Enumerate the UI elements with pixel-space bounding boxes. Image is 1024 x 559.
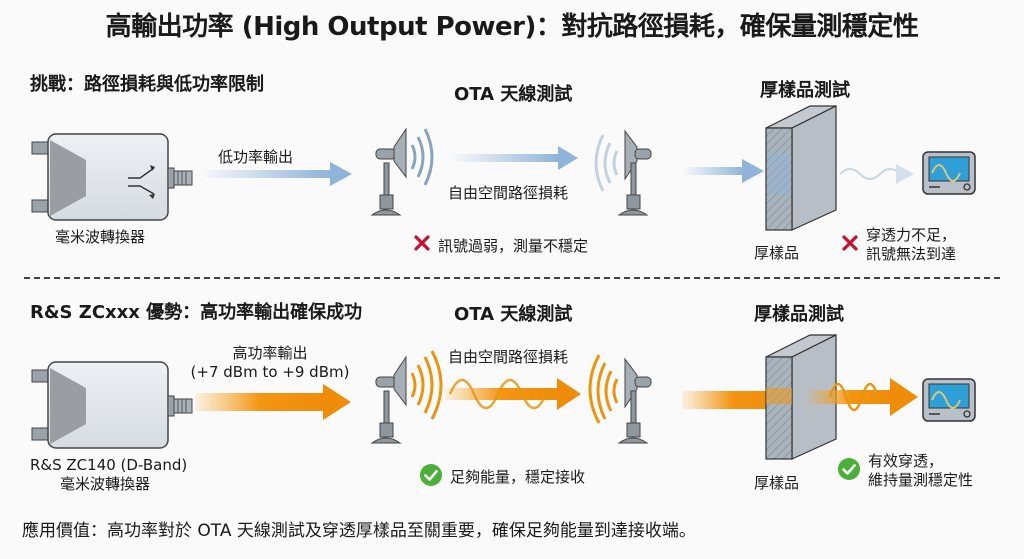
strong-wave-arrow xyxy=(445,378,581,410)
page-title: 高輸出功率 (High Output Power)：對抗路徑損耗，確保量測穩定性 xyxy=(105,12,919,42)
check-icon xyxy=(420,464,442,486)
receiver-monitor-icon xyxy=(922,151,976,195)
incoming-arrow-weak xyxy=(682,159,764,183)
thick-success-text: 有效穿透， 維持量測穩定性 xyxy=(868,452,973,490)
path-arrow-weak xyxy=(450,146,578,170)
receiver-monitor-icon xyxy=(922,378,976,422)
thick-fail-text: 穿透力不足， 訊號無法到達 xyxy=(866,226,956,264)
thick-success-line1: 有效穿透， xyxy=(868,452,944,470)
path-loss-label: 自由空間路徑損耗 xyxy=(448,348,569,366)
mmwave-converter-icon xyxy=(31,133,193,221)
check-icon xyxy=(838,458,860,480)
ota-heading: OTA 天線測試 xyxy=(454,304,573,325)
cross-icon xyxy=(414,235,430,251)
thick-sample-block xyxy=(765,105,837,231)
low-power-arrow xyxy=(200,162,352,186)
section-divider xyxy=(24,277,1000,279)
weak-wave-signal xyxy=(839,164,914,184)
zc140-type: 毫米波轉換器 xyxy=(59,475,150,493)
ota-fail-text: 訊號過弱，測量不穩定 xyxy=(438,237,589,255)
advantage-heading: R&S ZCxxx 優勢：高功率輸出確保成功 xyxy=(30,302,363,323)
high-power-range: (+7 dBm to +9 dBm) xyxy=(190,363,350,381)
ota-success-text: 足夠能量，穩定接收 xyxy=(450,468,586,486)
thick-fail-line1: 穿透力不足， xyxy=(866,226,957,244)
high-power-output-label: 高功率輸出 (+7 dBm to +9 dBm) xyxy=(190,344,350,382)
tx-antenna-icon xyxy=(370,127,434,216)
thick-sample-block xyxy=(765,334,837,460)
thick-fail-line2: 訊號無法到達 xyxy=(866,245,957,263)
thick-success-line2: 維持量測穩定性 xyxy=(868,471,974,489)
rx-antenna-icon xyxy=(588,354,652,444)
converter-label: 毫米波轉換器 xyxy=(54,228,145,246)
rx-antenna-icon xyxy=(594,129,652,216)
thick-sample-label: 厚樣品 xyxy=(754,474,800,492)
ota-heading: OTA 天線測試 xyxy=(454,84,573,105)
penetrating-wave-arrow xyxy=(808,378,918,416)
thick-sample-heading: 厚樣品測試 xyxy=(754,304,844,325)
zc140-converter-icon xyxy=(31,361,193,449)
zc140-model: R&S ZC140 (D-Band) xyxy=(30,456,188,474)
incoming-arrow-strong xyxy=(682,391,782,409)
path-loss-label: 自由空間路徑損耗 xyxy=(448,184,569,202)
challenge-heading: 挑戰：路徑損耗與低功率限制 xyxy=(30,74,264,95)
high-power-title: 高功率輸出 xyxy=(232,344,308,362)
cross-icon xyxy=(842,235,858,251)
zc140-label: R&S ZC140 (D-Band) 毫米波轉換器 xyxy=(30,456,188,494)
thick-sample-heading: 厚樣品測試 xyxy=(760,80,850,101)
high-power-arrow xyxy=(195,384,351,420)
tx-antenna-icon xyxy=(370,350,443,444)
application-value-note: 應用價值：高功率對於 OTA 天線測試及穿透厚樣品至關重要，確保足夠能量到達接收… xyxy=(22,521,696,541)
low-power-output-label: 低功率輸出 xyxy=(218,148,294,166)
thick-sample-label: 厚樣品 xyxy=(754,244,800,262)
